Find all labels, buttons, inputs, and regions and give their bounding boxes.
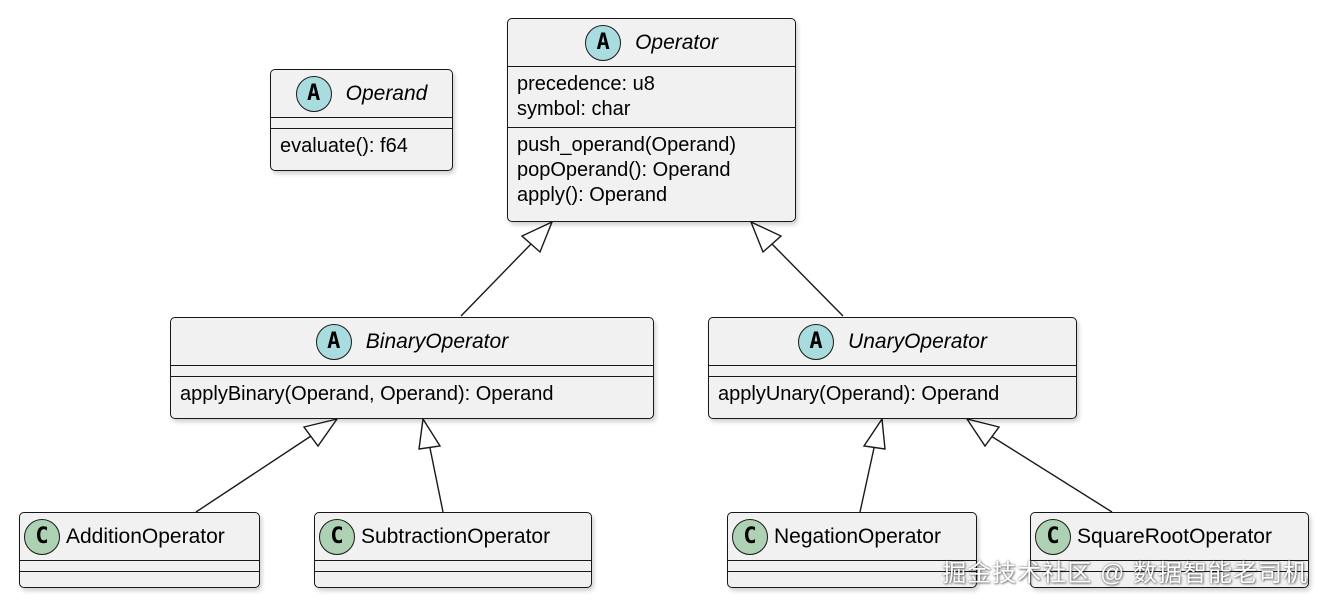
class-badge-icon: C: [24, 518, 60, 555]
class-name: SubtractionOperator: [361, 524, 551, 548]
fields-section: [709, 366, 1076, 377]
methods-section: [315, 572, 591, 582]
class-square-root-operator-header: C SquareRootOperator: [1031, 513, 1308, 561]
abstract-badge-icon: A: [585, 24, 622, 61]
class-operator-header: A Operator: [508, 19, 795, 67]
edge-negation-to-unary: [859, 447, 875, 513]
abstract-badge-icon: A: [315, 323, 352, 360]
method-row: evaluate(): f64: [280, 135, 408, 157]
fields-section: [20, 561, 259, 572]
class-unary-operator[interactable]: A UnaryOperator applyUnary(Operand): Ope…: [708, 317, 1077, 419]
class-negation-operator-header: C NegationOperator: [728, 513, 976, 561]
watermark-text: 掘金技术社区 @ 数据智能老司机: [942, 560, 1308, 587]
fields-section: [315, 561, 591, 572]
arrowhead-negation-to-unary: [862, 416, 886, 450]
class-badge-icon: C: [732, 518, 768, 555]
method-row: applyBinary(Operand, Operand): Operand: [180, 383, 554, 405]
class-name: Operand: [345, 81, 428, 105]
methods-section: applyBinary(Operand, Operand): Operand: [171, 377, 653, 412]
method-row: applyUnary(Operand): Operand: [718, 383, 1000, 405]
methods-section: [728, 572, 976, 582]
fields-section: [271, 118, 452, 129]
class-addition-operator-header: C AdditionOperator: [20, 513, 259, 561]
class-name: UnaryOperator: [848, 329, 987, 353]
arrowhead-binary-to-operator: [520, 220, 554, 254]
class-name: SquareRootOperator: [1077, 524, 1272, 548]
arrowhead-unary-to-operator: [749, 220, 783, 254]
method-row: push_operand(Operand): [517, 134, 737, 156]
abstract-badge-icon: A: [798, 323, 835, 360]
method-row: apply(): Operand: [517, 184, 668, 206]
class-square-root-operator[interactable]: C SquareRootOperator: [1030, 512, 1309, 588]
methods-section: applyUnary(Operand): Operand: [709, 377, 1076, 412]
class-binary-operator-header: A BinaryOperator: [171, 318, 653, 366]
class-addition-operator[interactable]: C AdditionOperator: [19, 512, 260, 588]
fields-section: [1031, 561, 1308, 572]
fields-section: precedence: u8 symbol: char: [508, 67, 795, 128]
arrowhead-addition-to-binary: [302, 417, 339, 448]
arrowhead-subtraction-to-binary: [418, 416, 442, 450]
class-unary-operator-header: A UnaryOperator: [709, 318, 1076, 366]
class-binary-operator[interactable]: A BinaryOperator applyBinary(Operand, Op…: [170, 317, 654, 419]
class-name: Operator: [635, 30, 718, 54]
edge-addition-to-binary: [195, 435, 312, 513]
class-badge-icon: C: [319, 518, 355, 555]
class-name: BinaryOperator: [365, 329, 509, 353]
edge-subtraction-to-binary: [429, 447, 444, 513]
class-operand-header: A Operand: [271, 70, 452, 118]
arrowhead-squareroot-to-unary: [965, 417, 1001, 448]
class-negation-operator[interactable]: C NegationOperator: [727, 512, 977, 588]
fields-section: [728, 561, 976, 572]
class-operand[interactable]: A Operand evaluate(): f64: [270, 69, 453, 171]
field-row: precedence: u8: [517, 73, 655, 95]
edge-binary-to-operator: [460, 243, 532, 317]
field-row: symbol: char: [517, 98, 631, 120]
class-operator[interactable]: A Operator precedence: u8 symbol: char p…: [507, 18, 796, 222]
methods-section: evaluate(): f64: [271, 129, 452, 164]
methods-section: push_operand(Operand) popOperand(): Oper…: [508, 128, 795, 213]
class-badge-icon: C: [1035, 518, 1071, 555]
methods-section: [20, 572, 259, 582]
edge-squareroot-to-unary: [990, 435, 1113, 513]
abstract-badge-icon: A: [295, 75, 332, 112]
class-subtraction-operator-header: C SubtractionOperator: [315, 513, 591, 561]
class-subtraction-operator[interactable]: C SubtractionOperator: [314, 512, 592, 588]
edge-unary-to-operator: [771, 243, 844, 317]
method-row: popOperand(): Operand: [517, 159, 731, 181]
fields-section: [171, 366, 653, 377]
class-name: NegationOperator: [774, 524, 941, 548]
class-name: AdditionOperator: [66, 524, 225, 548]
